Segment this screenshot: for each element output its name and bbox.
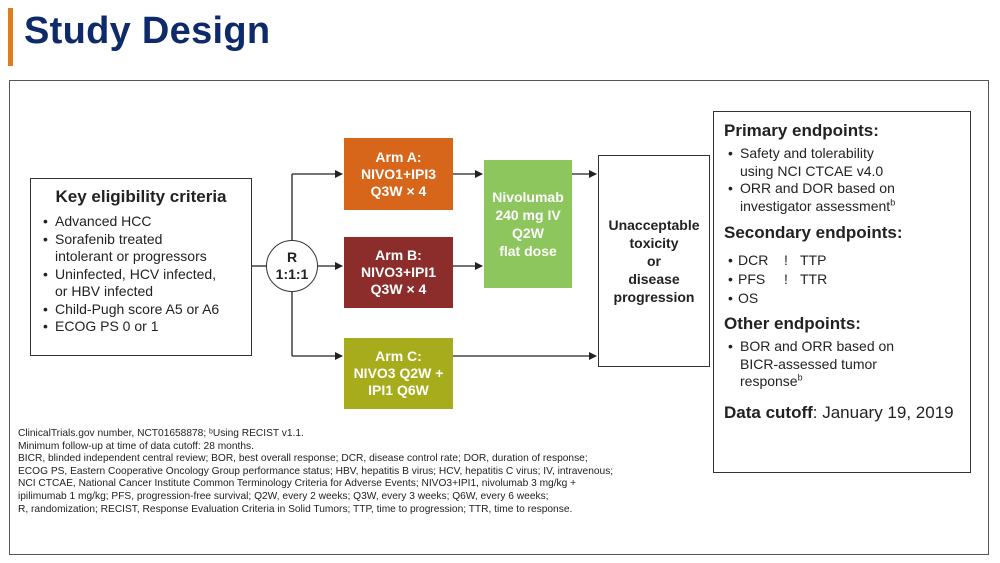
footnote-line: Minimum follow-up at time of data cutoff…: [18, 440, 254, 452]
footnote-line: ECOG PS, Eastern Cooperative Oncology Gr…: [18, 465, 614, 477]
diagram-frame: [9, 80, 989, 555]
eligibility-box: Key eligibility criteria Advanced HCC So…: [30, 178, 252, 356]
treatment-end-box: Unacceptable toxicity or disease progres…: [598, 155, 710, 367]
secondary-endpoint: OS: [728, 289, 784, 308]
nivolumab-line: 240 mg IV: [495, 207, 561, 223]
other-endpoints-heading: Other endpoints:: [724, 314, 861, 333]
nivolumab-line: Q2W: [512, 225, 544, 241]
eligibility-item: Child-Pugh score A5 or A6: [43, 301, 251, 319]
footnote-line: ipilimumab 1 mg/kg; PFS, progression-fre…: [18, 490, 549, 502]
treatment-end-line: or: [647, 253, 661, 269]
arm-b-schedule: Q3W × 4: [370, 281, 427, 297]
nivolumab-maintenance-box: Nivolumab 240 mg IV Q2W flat dose: [484, 160, 572, 288]
nivolumab-line: Nivolumab: [492, 189, 564, 205]
endpoints-box: Primary endpoints: Safety and tolerabili…: [713, 111, 971, 473]
arm-a-box: Arm A: NIVO1+IPI3 Q3W × 4: [344, 138, 453, 210]
arm-b-regimen: NIVO3+IPI1: [360, 264, 437, 280]
footnote-marker: b: [890, 196, 896, 207]
footnote-line: NCI CTCAE, National Cancer Institute Com…: [18, 478, 577, 490]
secondary-endpoints-heading: Secondary endpoints:: [724, 223, 903, 242]
secondary-endpoint: TTP: [800, 252, 827, 268]
randomization-node: R 1:1:1: [266, 240, 318, 292]
page-title: Study Design: [24, 10, 271, 52]
data-cutoff-value: : January 19, 2019: [812, 402, 954, 422]
data-cutoff-label: Data cutoff: [724, 402, 813, 422]
treatment-end-line: disease: [628, 271, 680, 287]
footnote-line: BICR, blinded independent central review…: [18, 453, 588, 465]
secondary-endpoints-grid: DCR ! TTP PFS ! TTR OS: [728, 251, 960, 308]
eligibility-title: Key eligibility criteria: [55, 187, 227, 206]
footnotes: ClinicalTrials.gov number, NCT01658878; …: [18, 428, 708, 516]
arm-b-box: Arm B: NIVO3+IPI1 Q3W × 4: [344, 237, 453, 308]
separator-glyph: !: [784, 252, 788, 268]
secondary-endpoint: [800, 289, 860, 308]
footnote-line: R, randomization; RECIST, Response Evalu…: [18, 503, 573, 515]
data-cutoff: Data cutoff: January 19, 2019: [724, 403, 960, 423]
footnote-marker: b: [797, 372, 803, 383]
randomization-ratio: 1:1:1: [275, 266, 309, 282]
secondary-endpoint: DCR: [728, 251, 784, 270]
treatment-end-line: Unacceptable: [608, 217, 700, 233]
primary-endpoints-heading: Primary endpoints:: [724, 121, 879, 140]
separator-glyph: !: [784, 271, 788, 287]
treatment-end-line: progression: [613, 289, 695, 305]
arm-b-title: Arm B:: [375, 247, 422, 263]
eligibility-item: Advanced HCC: [43, 213, 251, 231]
arm-c-regimen: NIVO3 Q2W +: [353, 365, 444, 381]
footnote-line: ClinicalTrials.gov number, NCT01658878; …: [18, 428, 304, 439]
arm-c-title: Arm C:: [375, 348, 422, 364]
arm-c-box: Arm C: NIVO3 Q2W + IPI1 Q6W: [344, 338, 453, 409]
title-accent-bar: [8, 8, 13, 66]
eligibility-item: Uninfected, HCV infected,or HBV infected: [43, 266, 251, 301]
eligibility-item: ECOG PS 0 or 1: [43, 318, 251, 336]
secondary-endpoint: TTR: [800, 271, 828, 287]
arm-c-schedule: IPI1 Q6W: [368, 382, 429, 398]
treatment-end-line: toxicity: [629, 235, 679, 251]
nivolumab-line: flat dose: [499, 243, 557, 259]
arm-a-title: Arm A:: [375, 148, 422, 165]
arm-a-schedule: Q3W × 4: [370, 182, 427, 199]
arm-a-regimen: NIVO1+IPI3: [360, 165, 437, 182]
eligibility-list: Advanced HCC Sorafenib treatedintolerant…: [31, 213, 251, 336]
randomization-label: R: [286, 249, 298, 265]
separator-glyph: [784, 289, 800, 308]
secondary-endpoint: PFS: [728, 270, 784, 289]
